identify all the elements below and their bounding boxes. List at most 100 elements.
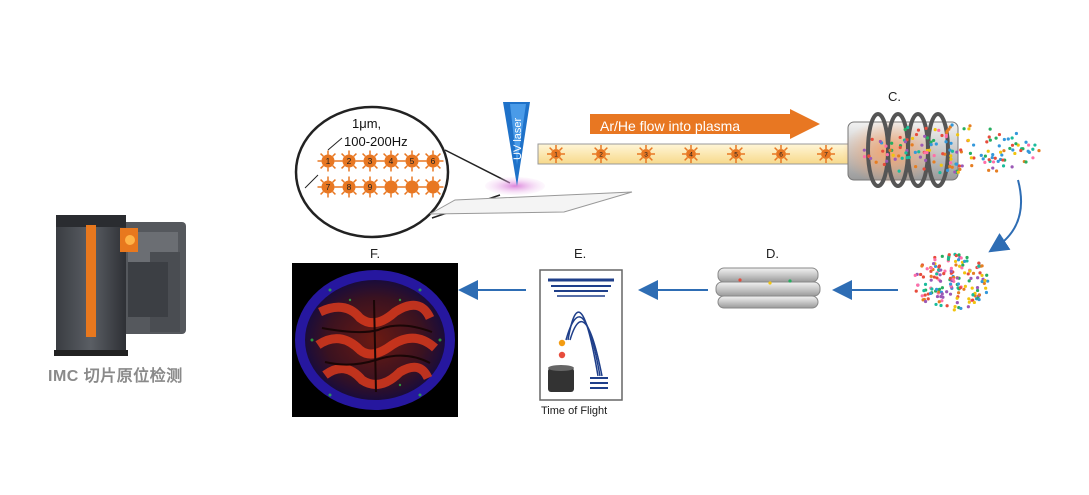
ion-dot [950,149,955,153]
imc-instrument-image [54,215,186,356]
ion-dot [987,158,991,162]
ion-dot [957,164,962,168]
ion-cloud-cluster [913,252,990,312]
svg-text:2: 2 [599,151,603,158]
tube-particle: 1 [547,145,565,163]
ion-dot [948,292,953,296]
ion-dot [890,141,894,145]
ion-dot [1014,131,1019,136]
ion-dot [932,275,936,279]
gas-flow-label: Ar/He flow into plasma [600,118,740,134]
ablation-spot [380,176,402,198]
ablation-spot: 8 [338,176,360,198]
ion-dot [928,291,933,296]
ion-dot [914,132,919,137]
ion-dot [980,273,984,278]
ion-dot [916,283,920,287]
ion-dot [977,264,981,268]
uv-laser-label: UV laser [512,117,524,160]
svg-text:5: 5 [410,156,415,166]
ion-dot [945,290,949,294]
ion-dot [958,286,962,290]
ion-dot [933,258,937,262]
ion-dot [938,170,942,175]
ion-cloud [862,123,1041,175]
svg-text:7: 7 [326,182,331,192]
ion-dot [942,272,946,276]
ion-dot [956,170,960,174]
ion-dot [897,169,901,173]
svg-text:7: 7 [824,151,828,158]
ion-dot [983,278,987,283]
ion-dot [882,162,886,167]
ion-dot [1002,149,1006,153]
ion-dot [906,126,910,130]
ion-dot [1027,143,1031,147]
ion-dot [1010,165,1014,169]
ion-dot [967,127,971,131]
ion-dot [911,136,915,141]
ion-dot [996,159,1000,163]
ion-dot [943,269,947,273]
ion-dot [985,140,989,144]
svg-text:6: 6 [779,151,783,158]
ion-dot [988,138,992,142]
ion-dot [981,157,985,161]
step-e-label: E. [574,246,586,261]
ablation-spot: 7 [317,176,339,198]
ion-dot [948,148,952,152]
ion-dot [997,132,1002,137]
ion-dot [923,134,927,138]
ion-dot [945,304,949,308]
ion-dot [905,155,909,160]
ion-dot [967,300,971,304]
ion-dot [987,135,991,139]
svg-text:1: 1 [326,156,331,166]
ion-dot [962,259,967,263]
ion-dot [881,149,885,153]
tube-particle: 5 [727,145,745,163]
ablation-spot [401,176,423,198]
ion-dot [913,150,917,154]
ion-dot [914,165,918,169]
ion-dot [945,129,949,133]
ion-dot [1016,143,1020,147]
ion-dot [932,153,936,158]
ion-dot [893,157,897,161]
ion-dot [878,139,882,144]
ion-dot [960,266,964,270]
ion-dot [971,271,976,275]
ion-dot [940,254,944,258]
ion-dot [949,266,953,270]
ion-dot [972,156,976,160]
ion-dot [968,151,973,155]
ion-dot [921,275,925,279]
ion-dot [939,163,943,167]
ion-dot [966,138,970,142]
ion-dot [953,170,957,174]
ion-dot [1031,147,1035,151]
ion-dot [999,150,1003,154]
ion-dot [955,301,959,305]
ion-dot [990,155,994,160]
ion-dot [971,293,975,297]
ion-dot [965,259,969,263]
time-of-flight-label: Time of Flight [541,405,607,417]
ion-dot [972,300,976,305]
ion-dot [975,286,980,290]
ion-dot [1013,151,1017,156]
ion-dot [916,128,921,132]
ion-dot [1008,146,1012,151]
ablation-spot: 6 [422,150,444,172]
ion-dot [870,137,874,142]
ion-dot [1031,156,1035,160]
ion-dot [945,168,950,172]
ion-dot [955,296,959,300]
ion-dot [963,284,967,288]
ion-dot [941,295,945,299]
ion-dot [938,279,943,283]
ion-dot [935,294,940,299]
ion-dot [885,153,889,157]
ion-dot [968,124,972,128]
